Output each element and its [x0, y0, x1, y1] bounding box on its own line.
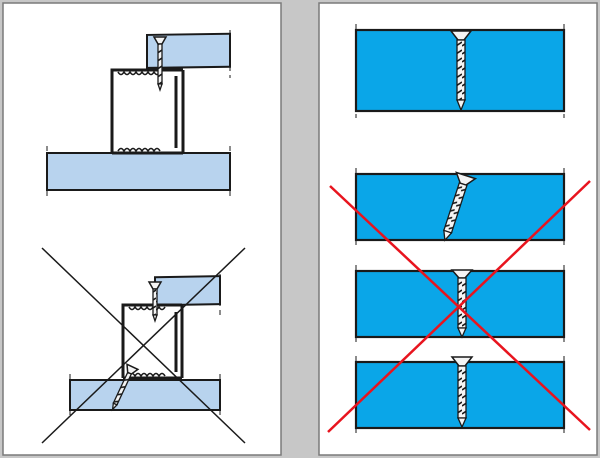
cross-mark-black — [41, 247, 246, 444]
lower-board — [46, 152, 231, 191]
angled-screw-icon — [111, 363, 140, 412]
cross-mark-red — [327, 180, 591, 433]
screw-icon — [152, 36, 168, 93]
right-panel — [318, 2, 598, 456]
stud-detail-wrong — [41, 247, 246, 444]
stud-crimp-top — [117, 70, 161, 76]
screw-detail-underdriven — [354, 356, 566, 434]
screw-icon — [147, 281, 163, 324]
screw-icon — [449, 30, 473, 112]
stud-crimp-bottom — [117, 147, 161, 153]
screw-icon — [450, 356, 474, 429]
stud-detail-correct — [46, 30, 231, 198]
screw-detail-angled — [354, 168, 566, 246]
angled-screw-icon — [443, 171, 478, 242]
stud-crimp-bottom — [128, 372, 166, 378]
screw-detail-correct — [354, 24, 566, 118]
left-panel — [2, 2, 282, 456]
stud-crimp-top — [128, 305, 166, 311]
c-stud-profile — [110, 68, 185, 155]
c-stud-profile — [121, 303, 184, 380]
